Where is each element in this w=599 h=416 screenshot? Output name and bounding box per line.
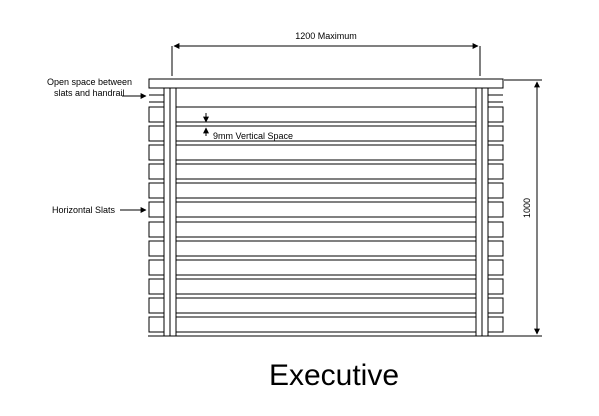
slat [148, 163, 504, 180]
slats-group [148, 94, 504, 333]
slats-label: Horizontal Slats [52, 205, 116, 215]
diagram-title: Executive [269, 359, 399, 392]
slat [148, 182, 504, 199]
slat [148, 221, 504, 238]
width-dimension [171, 43, 481, 76]
slat [148, 316, 504, 333]
slat [148, 240, 504, 257]
gap-label: 9mm Vertical Space [213, 131, 293, 141]
slat [148, 144, 504, 161]
width-dimension-label: 1200 Maximum [295, 31, 357, 41]
handrail [148, 78, 504, 89]
right-post [475, 87, 489, 337]
slat [148, 125, 504, 142]
slat [148, 106, 504, 123]
slat [148, 201, 504, 218]
open-space-label-line2: slats and handrail [54, 88, 125, 98]
slat [148, 259, 504, 276]
open-space-label-line1: Open space between [47, 77, 132, 87]
left-post [163, 87, 177, 337]
slat [148, 297, 504, 314]
height-dimension-label: 1000 [522, 198, 532, 218]
height-dimension [504, 79, 542, 337]
slat [148, 278, 504, 295]
